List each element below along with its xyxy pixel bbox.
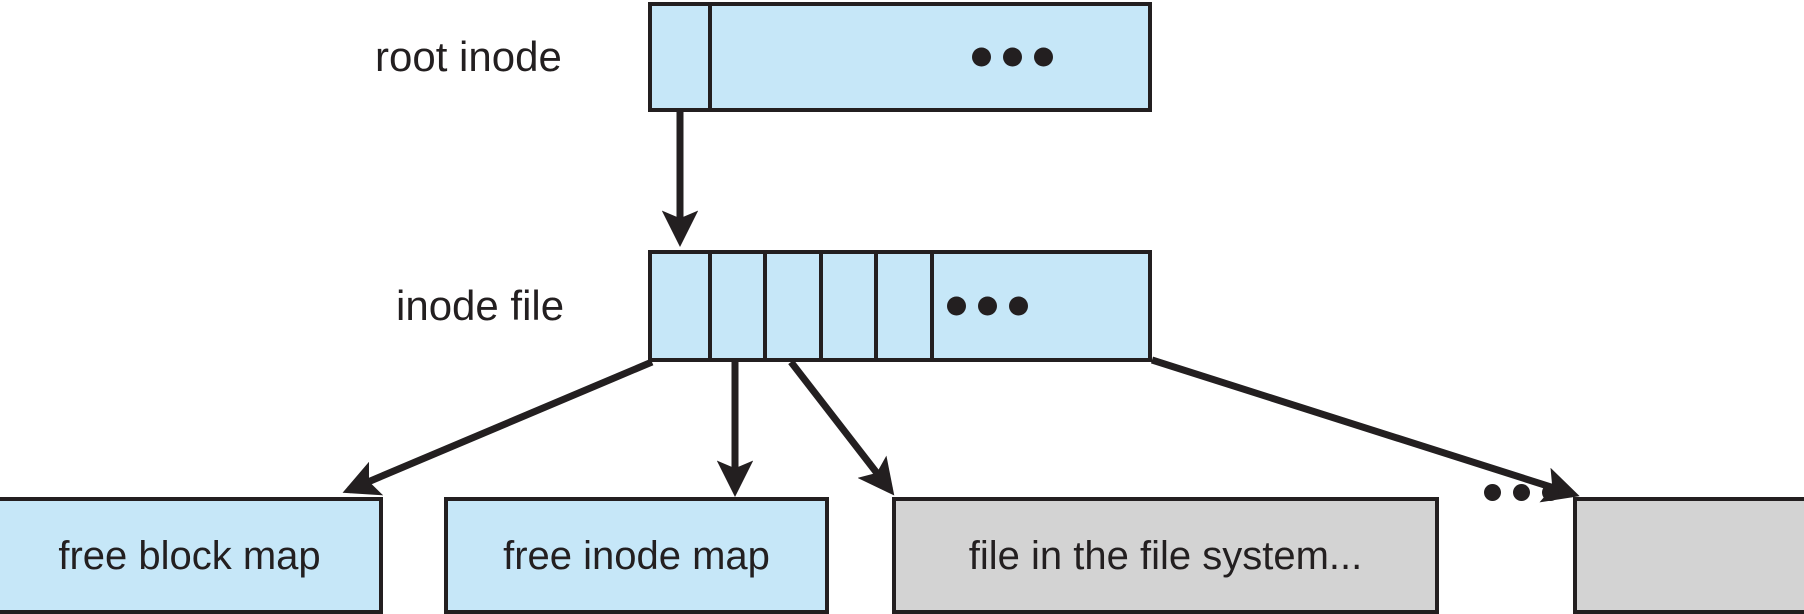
file-in-file-system-label: file in the file system... bbox=[968, 533, 1363, 578]
inode-file-cell-divider-4 bbox=[874, 254, 878, 358]
inode-file-cell-divider-2 bbox=[763, 254, 767, 358]
arrow-inode-file-to-last-block bbox=[1150, 356, 1580, 503]
arrow-inode-file-to-free-block-map bbox=[342, 358, 654, 496]
last-file-block-box[interactable] bbox=[1573, 497, 1804, 614]
free-block-map-label: free block map bbox=[58, 533, 321, 578]
bottom-row-ellipsis-icon bbox=[1484, 484, 1559, 501]
file-in-file-system-box[interactable]: file in the file system... bbox=[892, 497, 1439, 614]
inode-file-ellipsis-icon bbox=[947, 296, 1028, 316]
root-inode-ellipsis-icon bbox=[972, 47, 1053, 67]
free-inode-map-label: free inode map bbox=[503, 533, 770, 578]
free-block-map-box[interactable]: free block map bbox=[0, 497, 383, 614]
root-inode-box[interactable] bbox=[648, 2, 1152, 112]
inode-file-cell-divider-3 bbox=[819, 254, 823, 358]
inode-file-label: inode file bbox=[396, 282, 565, 329]
arrow-inode-file-to-file-in-file-system bbox=[788, 359, 895, 496]
inode-file-cell-divider-1 bbox=[708, 254, 712, 358]
inode-file-box[interactable] bbox=[648, 250, 1152, 362]
root-inode-cell-divider bbox=[708, 6, 712, 108]
inode-file-cell-divider-5 bbox=[930, 254, 934, 358]
free-inode-map-box[interactable]: free inode map bbox=[444, 497, 829, 614]
root-inode-label: root inode bbox=[375, 33, 562, 80]
